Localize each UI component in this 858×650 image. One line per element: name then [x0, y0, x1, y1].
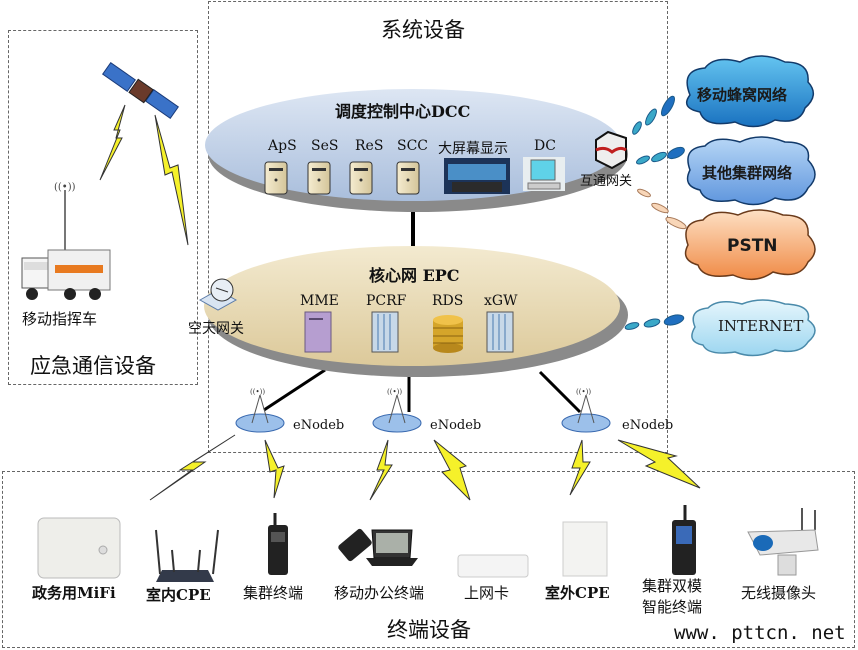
- pcrf-server-icon: [371, 311, 399, 353]
- lightning-enodeb3-left: [569, 439, 591, 496]
- enodeb-2-label: eNodeb: [430, 418, 482, 433]
- space-gateway-label: 空天网关: [188, 321, 244, 337]
- watermark: www. pttcn. net: [674, 622, 846, 644]
- res-server-icon: [349, 161, 373, 195]
- epc-title: 核心网 EPC: [369, 266, 460, 285]
- pstn-label: PSTN: [727, 236, 778, 256]
- terminal-dual-mode-line2: 智能终端: [642, 598, 703, 616]
- cloud-internet: [691, 299, 816, 357]
- signal-to-internet-cloud: [624, 314, 685, 330]
- lightning-enodeb2-left: [369, 439, 393, 501]
- interop-gateway-icon: [595, 130, 627, 170]
- aps-server-icon: [264, 161, 288, 195]
- satellite-icon: [102, 61, 179, 120]
- emergency-region: [8, 30, 198, 385]
- cloud-mobile-network: [685, 55, 814, 128]
- cloud-pstn: [684, 209, 816, 281]
- dual-mode-smart-terminal-icon: [672, 505, 696, 575]
- terminal-data-card-label: 上网卡: [464, 584, 510, 602]
- terminal-dual-mode-line1: 集群双模: [642, 577, 703, 595]
- dcc-item-big-screen: 大屏幕显示: [438, 141, 508, 157]
- emergency-equipment-title: 应急通信设备: [30, 354, 156, 378]
- rds-database-icon: [433, 315, 463, 353]
- wireless-camera-icon: [747, 508, 819, 576]
- dcc-item-ses: SeS: [311, 138, 339, 154]
- system-equipment-title: 系统设备: [381, 18, 465, 42]
- dcc-item-res: ReS: [355, 138, 384, 154]
- lightning-enodeb1-right: [264, 439, 285, 499]
- terminal-region: [2, 471, 855, 648]
- enodeb-2-icon: ((•)): [372, 388, 422, 433]
- ses-server-icon: [307, 161, 331, 195]
- signal-to-mobile-cloud: [632, 95, 675, 135]
- enodeb-3-icon: ((•)): [561, 388, 611, 433]
- terminal-indoor-cpe-label: 室内CPE: [146, 586, 211, 604]
- epc-item-xgw: xGW: [484, 293, 518, 309]
- mifi-device-icon: [37, 517, 121, 579]
- terminal-camera-label: 无线摄像头: [741, 584, 817, 602]
- outdoor-cpe-icon: [562, 521, 608, 577]
- mme-server-icon: [304, 311, 332, 353]
- mobile-network-label: 移动蜂窝网络: [697, 86, 788, 104]
- enodeb-1-icon: ((•)): [235, 388, 285, 433]
- dc-workstation-icon: [523, 157, 565, 191]
- terminal-trunk-handset-label: 集群终端: [243, 584, 304, 602]
- terminal-outdoor-cpe-label: 室外CPE: [545, 584, 610, 602]
- svg-text:((•)): ((•)): [250, 388, 265, 396]
- scc-server-icon: [396, 161, 420, 195]
- dcc-title: 调度控制中心DCC: [335, 102, 471, 121]
- svg-text:((•)): ((•)): [576, 388, 591, 396]
- other-trunk-network-label: 其他集群网络: [702, 164, 793, 182]
- mobile-command-vehicle-label: 移动指挥车: [22, 310, 98, 328]
- enodeb-3-label: eNodeb: [622, 418, 674, 433]
- lightning-enodeb2-right: [433, 439, 471, 501]
- trunk-handset-icon: [268, 513, 288, 575]
- dcc-item-scc: SCC: [397, 138, 429, 154]
- mobile-command-vehicle-icon: ((•)): [21, 182, 111, 300]
- dcc-item-aps: ApS: [268, 138, 297, 154]
- lightning-enodeb1-left: [149, 434, 236, 501]
- epc-item-pcrf: PCRF: [366, 293, 407, 309]
- epc-item-mme: MME: [300, 293, 339, 309]
- indoor-cpe-router-icon: [155, 529, 219, 582]
- signal-to-trunk-cloud: [636, 146, 685, 165]
- interop-gateway-label: 互通网关: [580, 174, 633, 189]
- epc-enodeb3-link: [538, 370, 582, 414]
- enodeb-1-label: eNodeb: [293, 418, 345, 433]
- terminal-equipment-title: 终端设备: [387, 618, 471, 642]
- cloud-other-trunk-network: [686, 136, 816, 206]
- epc-item-rds: RDS: [432, 293, 464, 309]
- terminal-mifi-label: 政务用MiFi: [32, 584, 116, 602]
- lightning-satellite-gateway: [154, 114, 189, 246]
- system-region: [208, 1, 668, 453]
- svg-text:((•)): ((•)): [54, 182, 76, 193]
- signal-to-pstn-cloud: [637, 188, 687, 230]
- epc-enodeb1-link: [263, 368, 326, 412]
- terminal-mobile-office-label: 移动办公终端: [334, 584, 425, 602]
- svg-text:((•)): ((•)): [387, 388, 402, 396]
- mobile-office-terminal-icon: [338, 528, 418, 566]
- lightning-satellite-vehicle: [99, 104, 126, 181]
- dcc-item-dc: DC: [534, 138, 556, 154]
- space-gateway-icon: [198, 278, 238, 311]
- big-screen-display-icon: [444, 158, 510, 194]
- data-card-icon: [457, 554, 529, 578]
- xgw-server-icon: [486, 311, 514, 353]
- internet-label: INTERNET: [718, 317, 804, 335]
- lightning-enodeb3-right: [617, 439, 701, 489]
